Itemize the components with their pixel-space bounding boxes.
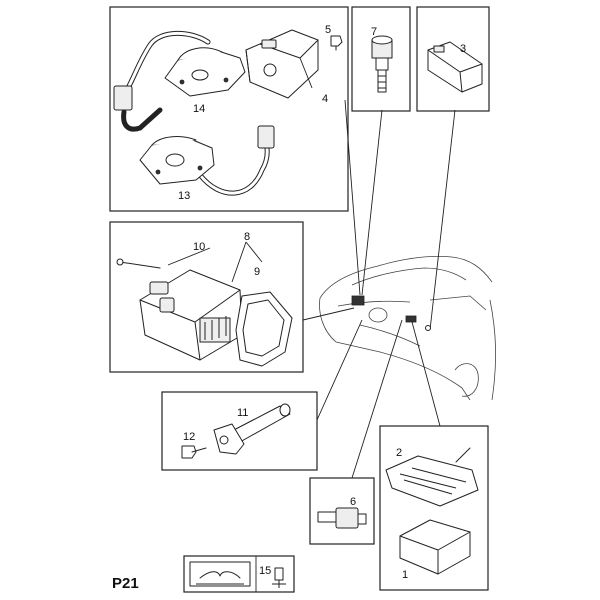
gasket-9	[235, 291, 293, 367]
switch-panel: 6	[309, 477, 375, 545]
vehicle-outline	[319, 256, 496, 401]
bolt-10	[116, 258, 161, 269]
selector-switch-13	[139, 125, 275, 196]
bolt-12	[181, 445, 207, 459]
module-panel: 3	[416, 6, 490, 112]
callout-3: 3	[460, 43, 466, 55]
control-module-4	[245, 29, 319, 99]
control-module-1	[399, 519, 471, 575]
selector-switch-panel: 5 4 14 13	[109, 6, 349, 212]
speed-sensor-panel: 11 12	[161, 391, 318, 471]
callout-9: 9	[254, 266, 260, 278]
callout-12: 12	[183, 431, 195, 443]
control-module-panel: 8 9 10	[109, 221, 304, 373]
callout-6: 6	[350, 496, 356, 508]
callout-15: 15	[259, 565, 271, 577]
switch-6	[317, 507, 367, 529]
callout-2: 2	[396, 447, 402, 459]
book-icon	[189, 561, 251, 587]
module-3	[427, 41, 483, 93]
callout-10: 10	[193, 241, 205, 253]
pressure-sensor-7	[371, 35, 393, 93]
bracket-2	[385, 447, 479, 507]
location-leaders	[302, 99, 456, 479]
footer-legend: 15	[183, 555, 295, 593]
callout-14: 14	[193, 103, 205, 115]
module-bracket-panel: 2 1	[379, 425, 489, 591]
bolt-5	[330, 35, 343, 51]
fitting-icon	[272, 567, 286, 588]
callout-11: 11	[237, 407, 248, 419]
callout-7: 7	[371, 26, 377, 38]
page-code: P21	[112, 575, 139, 592]
callout-13: 13	[178, 190, 190, 202]
callout-4: 4	[322, 93, 328, 105]
callout-1: 1	[402, 569, 408, 581]
callout-8: 8	[244, 231, 250, 243]
speed-sensor-11	[213, 403, 291, 455]
sensor-panel: 7	[351, 6, 411, 112]
callout-5: 5	[325, 24, 331, 36]
selector-switch-14	[113, 30, 246, 132]
control-unit-8	[139, 269, 243, 361]
